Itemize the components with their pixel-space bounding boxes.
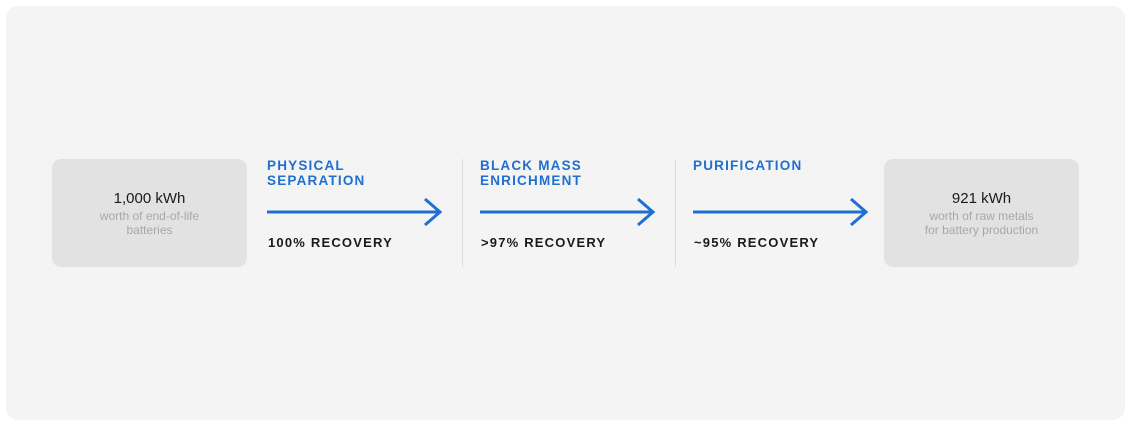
output-description: worth of raw metals for battery producti…: [924, 208, 1039, 237]
stage-divider: [462, 159, 463, 267]
input-value: 1,000 kWh: [113, 189, 186, 207]
arrow-right-icon: [693, 197, 869, 227]
stage-recovery: ~95% RECOVERY: [694, 235, 820, 250]
stage-divider: [675, 159, 676, 267]
stage-recovery: 100% RECOVERY: [268, 235, 393, 250]
arrow-right-icon: [267, 197, 443, 227]
output-box: 921 kWh worth of raw metals for battery …: [884, 159, 1079, 267]
stage-purification: PURIFICATION ~95% RECOVERY: [693, 156, 878, 271]
stage-physical-separation: PHYSICAL SEPARATION 100% RECOVERY: [267, 156, 452, 271]
output-value: 921 kWh: [951, 189, 1012, 207]
input-description: worth of end-of-life batteries: [99, 208, 200, 237]
stage-black-mass-enrichment: BLACK MASS ENRICHMENT >97% RECOVERY: [480, 156, 665, 271]
arrow-right-icon: [480, 197, 656, 227]
stage-recovery: >97% RECOVERY: [481, 235, 607, 250]
input-box: 1,000 kWh worth of end-of-life batteries: [52, 159, 247, 267]
stage-label: PURIFICATION: [693, 158, 803, 173]
process-diagram: 1,000 kWh worth of end-of-life batteries…: [6, 6, 1125, 420]
stage-label: BLACK MASS ENRICHMENT: [480, 158, 582, 188]
stage-label: PHYSICAL SEPARATION: [267, 158, 366, 188]
